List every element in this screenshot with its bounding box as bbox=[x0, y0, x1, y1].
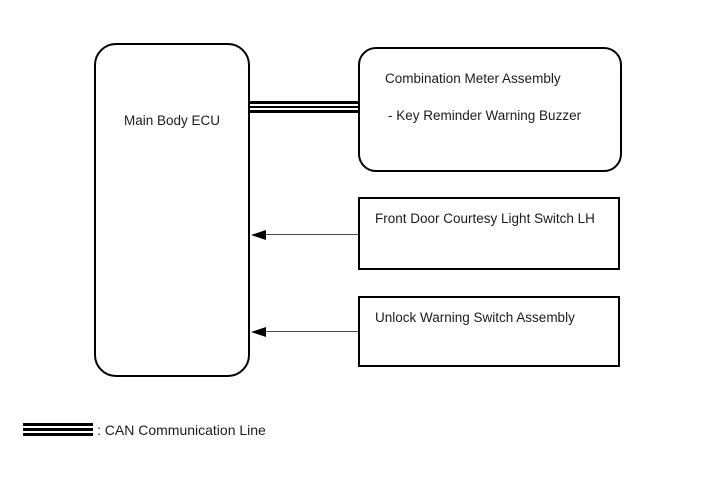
left-arrowhead-icon bbox=[251, 327, 266, 337]
unlock-switch-label: Unlock Warning Switch Assembly bbox=[375, 310, 575, 325]
can-line-bar bbox=[250, 110, 358, 113]
main-body-ecu-box bbox=[94, 43, 250, 377]
main-body-ecu-label: Main Body ECU bbox=[123, 113, 221, 128]
can-communication-line bbox=[250, 101, 358, 113]
front-door-switch-label: Front Door Courtesy Light Switch LH bbox=[375, 211, 595, 226]
legend-bar bbox=[23, 433, 93, 436]
can-line-bar bbox=[250, 106, 358, 108]
front-door-switch-box bbox=[358, 197, 620, 270]
unlock-switch-box bbox=[358, 296, 620, 367]
legend-can-line-label: : CAN Communication Line bbox=[97, 422, 266, 438]
left-arrowhead-icon bbox=[251, 230, 266, 240]
legend-bar bbox=[23, 428, 93, 431]
arrow-front-door-to-ecu-line bbox=[263, 234, 358, 235]
legend-bar bbox=[23, 423, 93, 426]
key-reminder-buzzer-item: - Key Reminder Warning Buzzer bbox=[388, 108, 582, 123]
legend-can-line-symbol-icon bbox=[23, 423, 93, 436]
can-line-bar bbox=[250, 101, 358, 104]
arrow-unlock-to-ecu-line bbox=[263, 331, 358, 332]
combination-meter-box bbox=[358, 47, 622, 172]
combination-meter-title: Combination Meter Assembly bbox=[385, 71, 561, 86]
